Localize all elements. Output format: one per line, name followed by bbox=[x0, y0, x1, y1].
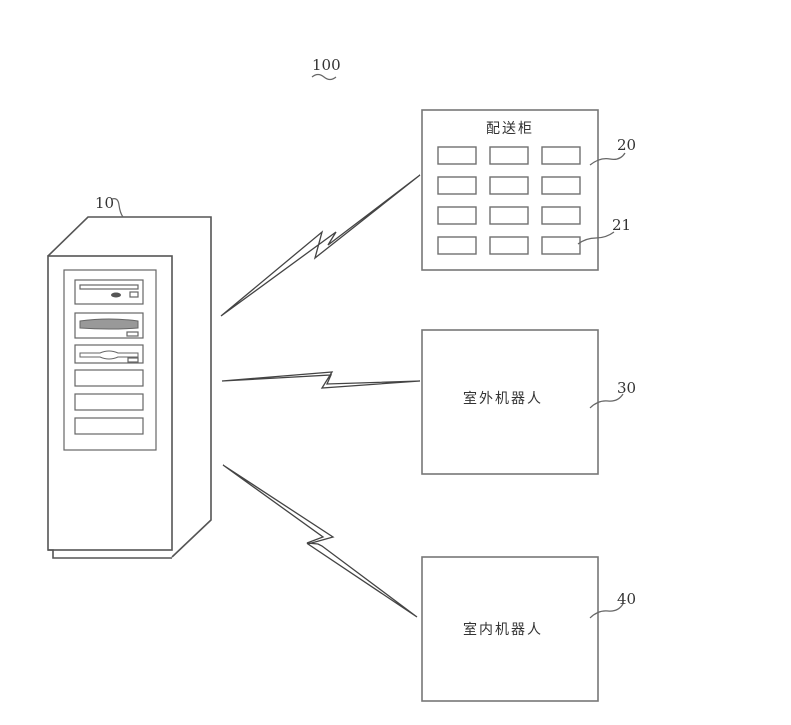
cabinet-compartment bbox=[489, 146, 529, 165]
eject-button-icon bbox=[111, 292, 121, 298]
indoor-robot-box bbox=[421, 556, 599, 702]
system-ref-tilde bbox=[311, 73, 337, 81]
outdoor-robot-title: 室外机器人 bbox=[463, 390, 543, 407]
cabinet-compartment bbox=[489, 176, 529, 195]
server-ref-leader bbox=[111, 198, 124, 218]
server-top-side bbox=[47, 216, 212, 558]
compartment-ref-leader bbox=[577, 231, 615, 245]
cabinet-compartment bbox=[437, 146, 477, 165]
outdoor-robot-box bbox=[421, 329, 599, 475]
server-front bbox=[47, 255, 173, 551]
cabinet-compartment bbox=[541, 176, 581, 195]
server-bay-empty bbox=[74, 369, 144, 387]
system-ref-100: 100 bbox=[311, 56, 341, 81]
cabinet-compartment bbox=[437, 176, 477, 195]
outdoor-robot: 室外机器人 30 bbox=[421, 329, 636, 475]
cabinet-compartment bbox=[541, 146, 581, 165]
server-drive-floppy-2 bbox=[74, 344, 144, 364]
indoor-robot-title: 室内机器人 bbox=[463, 621, 543, 638]
cabinet-compartment bbox=[541, 236, 581, 255]
delivery-cabinet-title: 配送柜 bbox=[486, 121, 534, 137]
system-ref-label: 100 bbox=[312, 56, 341, 74]
cabinet-compartment bbox=[489, 206, 529, 225]
indoor-robot-ref-leader bbox=[589, 603, 624, 619]
outdoor-robot-ref-leader bbox=[589, 393, 624, 409]
server-base bbox=[48, 549, 172, 559]
wireless-link-outdoor-robot bbox=[221, 371, 421, 389]
wireless-link-indoor-robot bbox=[222, 464, 418, 618]
indoor-robot-ref-label: 40 bbox=[617, 590, 636, 608]
server-tower: 10 bbox=[47, 194, 212, 559]
server-bay-panel bbox=[63, 269, 157, 451]
server-drive-floppy-1 bbox=[74, 312, 144, 339]
delivery-cabinet: 配送柜 20 21 bbox=[421, 109, 636, 271]
cabinet-compartment bbox=[437, 236, 477, 255]
delivery-cabinet-ref-leader bbox=[589, 152, 626, 166]
wireless-link-cabinet bbox=[220, 174, 421, 317]
cabinet-compartments bbox=[437, 146, 581, 255]
cabinet-compartment bbox=[489, 236, 529, 255]
server-bay-empty bbox=[74, 393, 144, 411]
cabinet-compartment bbox=[437, 206, 477, 225]
delivery-cabinet-ref-label: 20 bbox=[617, 136, 636, 154]
server-ref-label: 10 bbox=[95, 194, 114, 212]
cabinet-compartment bbox=[541, 206, 581, 225]
outdoor-robot-ref-label: 30 bbox=[617, 379, 636, 397]
server-drive-optical bbox=[74, 279, 144, 305]
compartment-ref-label: 21 bbox=[612, 216, 631, 234]
server-bay-empty bbox=[74, 417, 144, 435]
indoor-robot: 室内机器人 40 bbox=[421, 556, 636, 702]
